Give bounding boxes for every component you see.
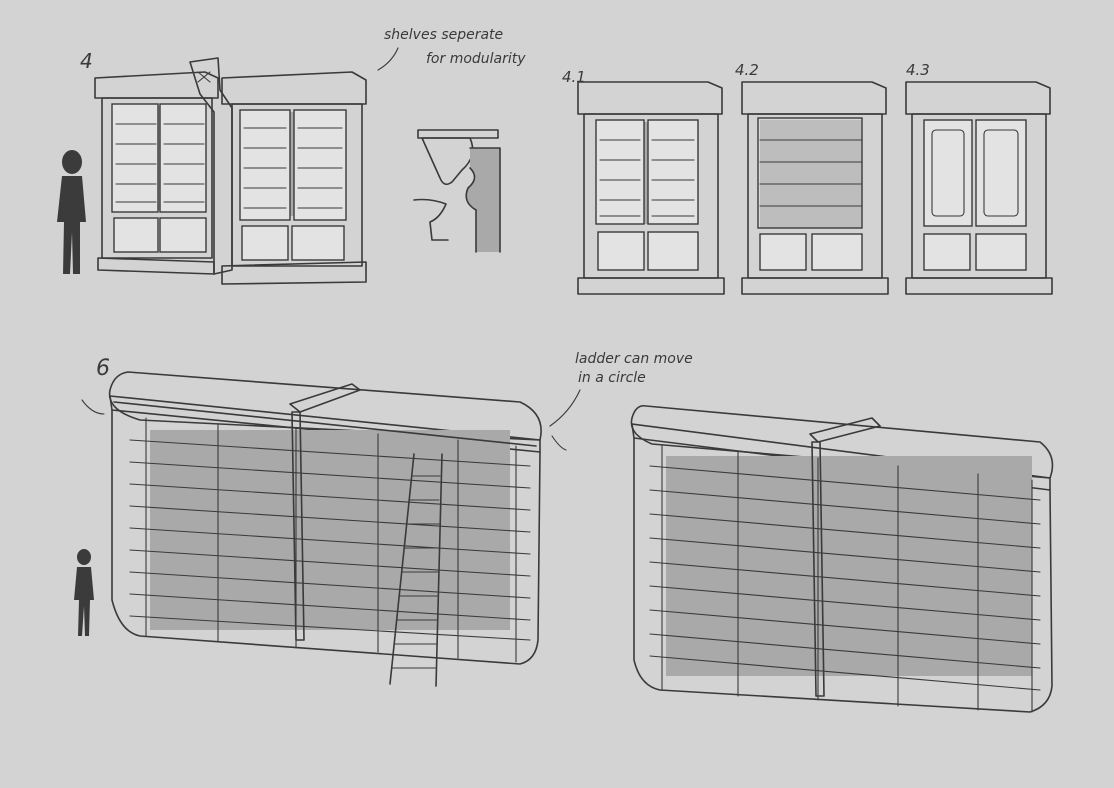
round-shelf-with-ladder (81, 371, 567, 687)
annotation-shelves-leader (377, 47, 399, 71)
cabinet-right (221, 71, 367, 285)
cabinet-variant-4-2 (741, 81, 889, 295)
top-strap-band (289, 383, 361, 641)
rolling-ladder (389, 453, 443, 687)
label-concept-6: 6 (96, 356, 110, 381)
rotation-arrow-right (551, 435, 567, 451)
round-shelf-shelves (129, 417, 531, 663)
label-concept-4-2: 4.2 (735, 61, 759, 79)
round-shelf-variant-shelves (649, 445, 1041, 713)
annotation-shelves-line1: shelves seperate (384, 27, 503, 43)
human-scale-figure-bottom (74, 549, 94, 636)
label-concept-4: 4 (80, 49, 93, 73)
label-concept-4-3: 4.3 (906, 61, 930, 79)
annotation-ladder-line2: in a circle (578, 370, 646, 386)
label-concept-4-1: 4.1 (562, 68, 586, 86)
ladder-rail-track (113, 401, 537, 447)
cabinet-left (94, 71, 219, 275)
cabinet-variant-4-1 (577, 81, 725, 295)
annotation-ladder-circle: ladder can move in a circle (549, 351, 693, 427)
annotation-shelves-modularity: shelves seperate for modularity (377, 27, 526, 71)
molding-profile-detail (413, 129, 501, 253)
cabinet-variant-4-3 (905, 81, 1053, 295)
cabinet-pair-concept-4 (94, 57, 367, 285)
annotation-ladder-leader (549, 389, 581, 427)
round-shelf-variant (630, 404, 1054, 713)
variant-strap-band (809, 417, 881, 697)
annotation-shelves-line2: for modularity (426, 51, 526, 67)
cabinet-connector (189, 57, 233, 275)
human-scale-figure-top (57, 150, 86, 274)
rotation-arrow-left (81, 399, 105, 415)
annotation-ladder-line1: ladder can move (575, 351, 693, 367)
